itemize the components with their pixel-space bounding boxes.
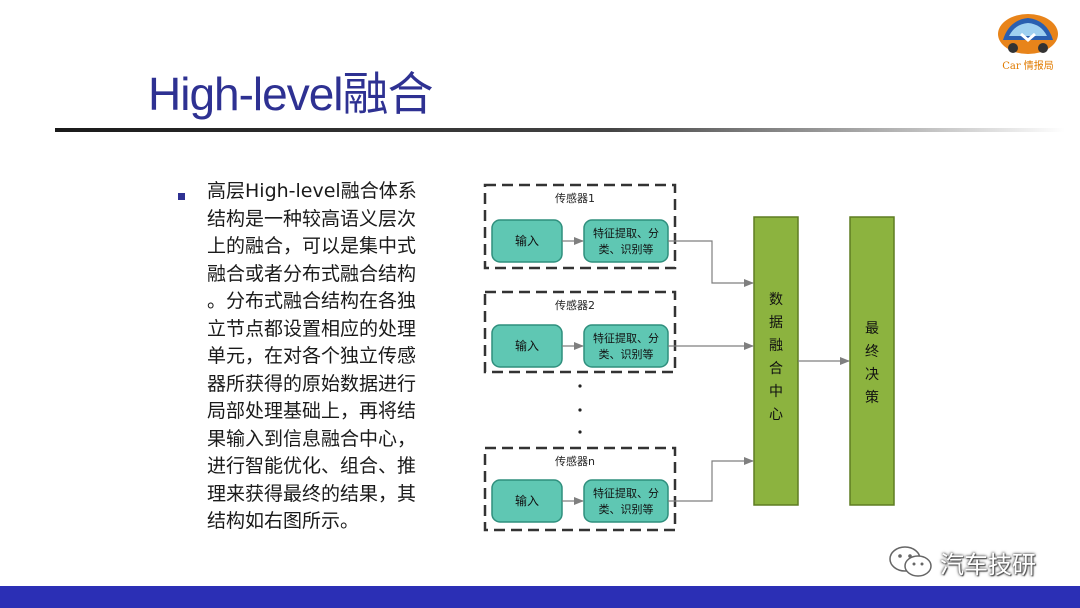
watermark-text: 汽车技研 (940, 550, 1036, 579)
body-line: 上的融合，可以是集中式 (207, 235, 417, 257)
sensor-label: 传感器2 (555, 299, 595, 312)
connector-arrow-1 (668, 240, 754, 287)
title-divider (55, 128, 1065, 132)
input-label: 输入 (515, 493, 539, 508)
feature-label-line1: 特征提取、分 (593, 331, 659, 345)
ellipsis-dots (578, 384, 582, 434)
sensor-group-1: 传感器1 输入 特征提取、分 类、识别等 (483, 183, 677, 270)
body-line: 高层High-level融合体系 (207, 180, 417, 202)
footer-bar (0, 586, 1080, 608)
final-decision-char: 决 (865, 367, 879, 383)
body-line: 立节点都设置相应的处理 (207, 317, 417, 340)
fusion-center-char: 融 (769, 338, 783, 354)
body-line: 单元，在对各个独立传感 (207, 345, 417, 367)
fusion-center-char: 据 (769, 315, 783, 331)
feature-label-line2: 类、识别等 (599, 347, 654, 361)
fusion-center-char: 合 (769, 361, 783, 377)
body-line: 融合或者分布式融合结构 (207, 262, 417, 285)
logo-caption: Car 情报局 (1002, 61, 1054, 72)
body-line: 果输入到信息融合中心， (207, 427, 417, 450)
final-decision-char: 终 (865, 344, 879, 360)
final-decision-char: 最 (865, 321, 879, 337)
connector-arrow-n (668, 457, 754, 502)
input-label: 输入 (515, 338, 539, 353)
slide-title: High-level融合 (148, 68, 434, 120)
watermark: 汽车技研 (888, 540, 1036, 584)
body-line: 。分布式融合结构在各独 (207, 290, 417, 312)
body-line: 器所获得的原始数据进行 (207, 372, 417, 395)
feature-label-line2: 类、识别等 (599, 242, 654, 256)
fusion-center-box: 数 据 融 合 中 心 (753, 216, 799, 506)
sensor-group-frame (483, 290, 677, 374)
sensor-group-2: 传感器2 输入 特征提取、分 类、识别等 (483, 290, 677, 374)
input-label: 输入 (515, 233, 539, 248)
body-line: 结构如右图所示。 (207, 510, 360, 532)
sensor-group-frame (483, 446, 677, 532)
body-line: 理来获得最终的结果，其 (207, 482, 417, 505)
body-line: 局部处理基础上，再将结 (207, 400, 417, 422)
feature-label-line2: 类、识别等 (599, 502, 654, 516)
car-logo-icon (998, 14, 1058, 54)
bullet-marker (178, 193, 185, 200)
final-decision-box: 最 终 决 策 (849, 216, 895, 506)
feature-label-line1: 特征提取、分 (593, 486, 659, 500)
wechat-icon (889, 546, 932, 577)
sensor-label: 传感器1 (555, 192, 595, 205)
fusion-center-char: 心 (769, 407, 783, 423)
sensor-group-n: 传感器n 输入 特征提取、分 类、识别等 (483, 446, 677, 532)
fusion-center-char: 数 (769, 292, 783, 308)
feature-label-line1: 特征提取、分 (593, 226, 659, 240)
final-decision-char: 策 (865, 389, 879, 406)
body-paragraph: 高层High-level融合体系 结构是一种较高语义层次 上的融合，可以是集中式… (207, 178, 467, 536)
body-line: 结构是一种较高语义层次 (207, 207, 417, 230)
body-line: 进行智能优化、组合、推 (207, 455, 417, 477)
sensor-label: 传感器n (555, 455, 595, 468)
fusion-center-char: 中 (769, 384, 783, 400)
sensor-group-frame (483, 183, 677, 270)
